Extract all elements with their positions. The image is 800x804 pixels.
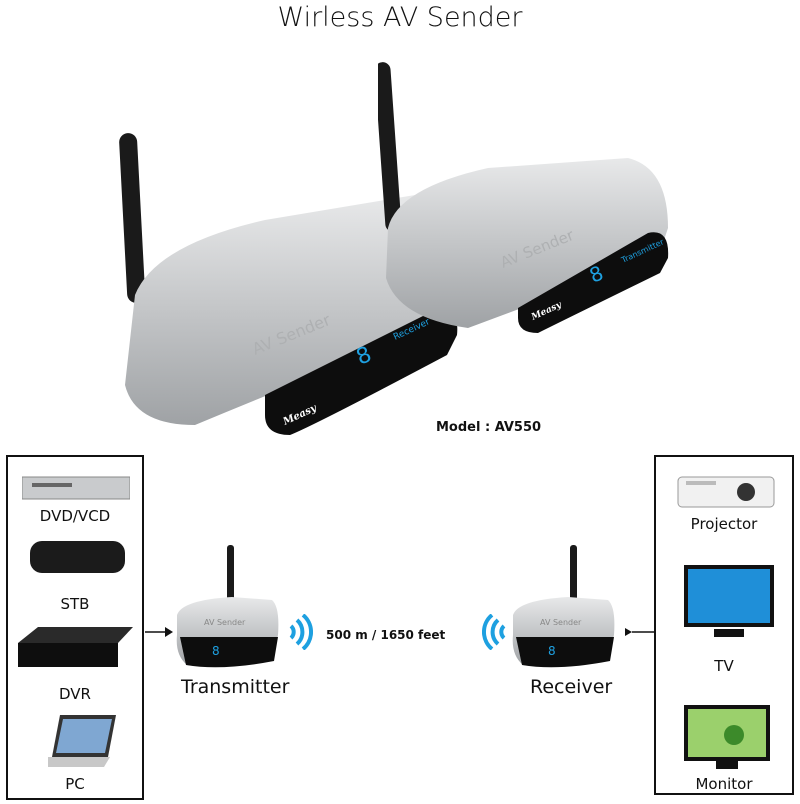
arrow-right-icon (625, 628, 655, 636)
tv-icon (684, 565, 774, 637)
svg-text:AV Sender: AV Sender (540, 618, 582, 627)
transmitter-device-large: 8 Transmitter Measy AV Sender (378, 62, 669, 333)
output-label: TV (714, 657, 734, 675)
laptop-icon (48, 715, 116, 767)
range-label: 500 m / 1650 feet (326, 628, 446, 642)
arrow-right-icon (145, 627, 173, 637)
dvr-icon (18, 627, 133, 667)
wireless-signal-icon (482, 614, 506, 650)
wireless-signal-icon (289, 614, 313, 650)
source-label: DVR (59, 685, 91, 703)
transmitter-device-small: AV Sender 8 (176, 545, 279, 668)
antenna-icon (119, 133, 146, 303)
svg-text:AV Sender: AV Sender (204, 618, 246, 627)
output-label: Projector (690, 515, 758, 533)
dvd-player-icon (22, 476, 130, 500)
sources-box: DVD/VCD STB DVR PC (6, 455, 144, 800)
receiver-device-large: 8 Receiver Measy AV Sender (119, 133, 458, 435)
page-title: Wirless AV Sender (277, 2, 523, 33)
source-label: DVD/VCD (39, 507, 111, 525)
monitor-icon (684, 705, 770, 769)
output-label: Monitor (695, 775, 753, 793)
antenna-icon (378, 62, 402, 232)
outputs-box: Projector TV Monitor (654, 455, 794, 795)
antenna-icon (570, 545, 577, 605)
svg-text:8: 8 (212, 644, 220, 658)
antenna-icon (227, 545, 234, 605)
projector-icon (677, 476, 775, 508)
transmitter-caption: Transmitter (181, 676, 290, 698)
receiver-caption: Receiver (530, 676, 613, 698)
receiver-device-small: AV Sender 8 (512, 545, 615, 668)
source-label: STB (60, 595, 90, 613)
svg-text:8: 8 (548, 644, 556, 658)
model-label: Model : AV550 (436, 420, 542, 435)
set-top-box-icon (30, 541, 125, 573)
source-label: PC (65, 775, 85, 793)
